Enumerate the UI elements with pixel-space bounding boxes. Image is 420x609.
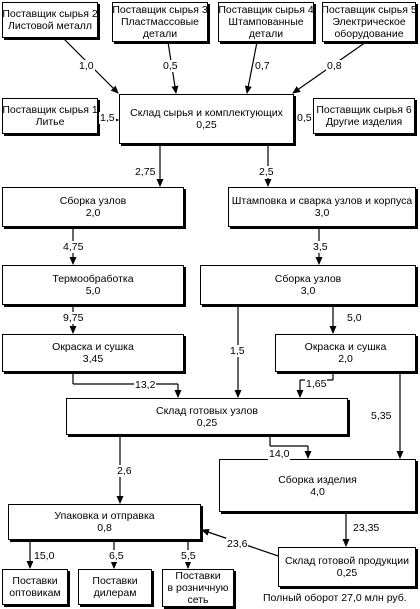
flow-label-paint-to-product: 5,35 — [370, 410, 393, 422]
painting-right-box: Окраска и сушка 2,0 — [275, 334, 416, 372]
product-assembly-box: Сборка изделия 4,0 — [219, 459, 416, 512]
flow-label-goods-to-packing: 23,6 — [226, 538, 249, 550]
flow-label-paint-left-out: 13,2 — [134, 379, 157, 391]
flow-label-units-to-packing: 2,6 — [116, 465, 133, 477]
flow-label-wholesale: 15,0 — [33, 550, 56, 562]
assembly-right-box: Сборка узлов 3,0 — [200, 265, 416, 305]
supplier-1-box: Поставщик сырья 1 Литье — [2, 98, 98, 134]
assembly-left-box: Сборка узлов 2,0 — [2, 187, 184, 227]
output-wholesale-box: Поставки оптовикам — [2, 569, 68, 605]
packing-box: Упаковка и отправка 0,8 — [8, 504, 201, 540]
finished-units-box: Склад готовых узлов 0,25 — [66, 398, 348, 435]
finished-goods-box: Склад готовой продукции 0,25 — [278, 547, 416, 587]
output-dealers-box: Поставки дилерам — [78, 569, 152, 605]
flow-label-paint-right-out: 1,65 — [305, 378, 328, 390]
arrow-s4 — [244, 41, 258, 94]
flow-label-s4: 0,7 — [254, 60, 271, 72]
heat-treatment-box: Термообработка 5,0 — [2, 265, 184, 305]
flow-label-s5: 0,8 — [326, 60, 343, 72]
flow-label-s3: 0,5 — [162, 60, 179, 72]
supplier-5-box: Поставщик сырья 5 Электрическое оборудов… — [321, 2, 417, 42]
supplier-3-box: Поставщик сырья 3 Пластмассовые детали — [112, 2, 208, 42]
flow-label-product-to-goods: 23,35 — [352, 522, 381, 534]
supplier-2-box: Поставщик сырья 2 Листовой металл — [2, 2, 98, 38]
flow-label-s1: 1,5 — [99, 112, 116, 124]
painting-left-box: Окраска и сушка 3,45 — [2, 334, 184, 372]
flow-label-to-stamping: 2,5 — [258, 166, 275, 178]
flow-label-units-to-product: 14,0 — [268, 448, 291, 460]
raw-warehouse-box: Склад сырья и комплектующих 0,25 — [119, 94, 294, 144]
flow-label-to-paint-left: 9,75 — [62, 312, 85, 324]
output-retail-box: Поставки в розничную сеть — [162, 569, 234, 607]
total-turnover-note: Полный оборот 27,0 млн руб. — [263, 592, 407, 604]
stamping-box: Штамповка и сварка узлов и корпуса 3,0 — [228, 187, 416, 227]
flow-label-to-assembly-left: 2,75 — [134, 166, 157, 178]
flow-label-to-assembly-right: 3,5 — [312, 241, 329, 253]
flow-label-s2: 1,0 — [78, 60, 95, 72]
flow-label-to-heat: 4,75 — [62, 241, 85, 253]
flow-label-bypass: 1,5 — [229, 345, 246, 357]
supplier-4-box: Поставщик сырья 4 Штампованные детали — [218, 2, 314, 42]
flow-label-to-paint-right: 5,0 — [346, 312, 363, 324]
flow-label-dealers: 6,5 — [108, 550, 125, 562]
flow-label-s6: 0,5 — [296, 112, 313, 124]
supplier-6-box: Поставщик сырья 6 Другие изделия — [313, 98, 415, 134]
flow-label-retail: 5,5 — [180, 550, 197, 562]
